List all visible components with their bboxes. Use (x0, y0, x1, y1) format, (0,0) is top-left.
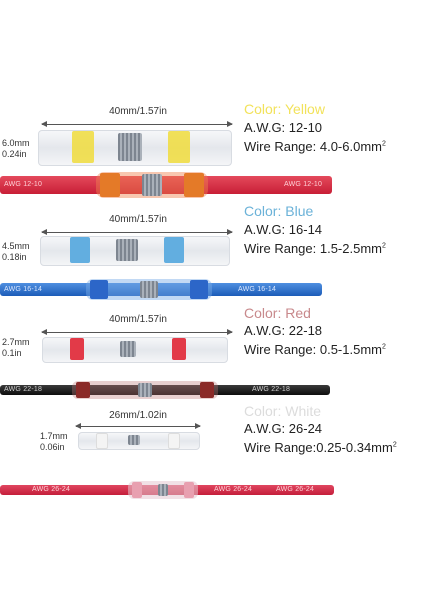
length-arrow (41, 229, 233, 235)
seal-ring-right (168, 131, 190, 163)
diameter-mm-label: 4.5mm (2, 241, 30, 251)
length-label: 26mm/1.02in (109, 410, 167, 421)
wire-red (0, 176, 332, 194)
shrunk-solder (158, 484, 168, 496)
shrunk-seal-left (100, 173, 120, 197)
wire-range-label: Wire Range: 4.0-6.0mm2 (244, 139, 386, 154)
shrunk-seal-right (184, 173, 204, 197)
length-label: 40mm/1.57in (109, 214, 167, 225)
wire-tag-right: AWG 22-18 (252, 386, 291, 393)
diameter-in-label: 0.24in (2, 149, 27, 159)
diameter-mm-label: 2.7mm (2, 337, 30, 347)
awg-label: A.W.G: 22-18 (244, 323, 323, 338)
wire-range-text: Wire Range: 4.0-6.0mm (244, 139, 382, 154)
color-name: Red (285, 305, 311, 321)
seal-ring-left (72, 131, 94, 163)
diameter-in-label: 0.1in (2, 348, 22, 358)
seal-ring-left (70, 237, 90, 263)
awg-label: A.W.G: 16-14 (244, 222, 323, 237)
length-label: 40mm/1.57in (109, 106, 167, 117)
wire-tag-left: AWG 12-10 (4, 181, 43, 188)
wire-range-label: Wire Range:0.25-0.34mm2 (244, 440, 397, 455)
wire-range-label: Wire Range: 1.5-2.5mm2 (244, 241, 386, 256)
color-name: White (285, 403, 322, 419)
color-label: Color: White (244, 403, 321, 419)
wire-tag-left: AWG 16-14 (4, 286, 43, 293)
shrunk-seal-left (90, 280, 108, 299)
seal-ring-left (70, 338, 84, 360)
color-label: Color: Yellow (244, 101, 325, 117)
diameter-in-label: 0.18in (2, 252, 27, 262)
wire-range-text: Wire Range: 1.5-2.5mm (244, 241, 382, 256)
wire-range-sup: 2 (382, 343, 386, 351)
diameter-mm-label: 6.0mm (2, 138, 30, 148)
length-arrow (41, 121, 233, 127)
color-prefix: Color: (244, 305, 282, 321)
wire-range-sup: 2 (392, 441, 397, 449)
wire-tag-right: AWG 16-14 (238, 286, 277, 293)
seal-ring-right (168, 433, 180, 449)
wire-range-sup: 2 (382, 140, 386, 148)
wire-tag-left: AWG 22-18 (4, 386, 43, 393)
color-label: Color: Red (244, 305, 311, 321)
length-arrow (41, 329, 233, 335)
seal-ring-right (164, 237, 184, 263)
shrunk-solder (138, 383, 152, 397)
length-arrow (75, 423, 201, 429)
shrunk-seal-right (190, 280, 208, 299)
awg-label: A.W.G: 26-24 (244, 421, 323, 436)
shrunk-solder (142, 174, 162, 196)
shrunk-seal-right (184, 482, 194, 498)
shrunk-seal-left (132, 482, 142, 498)
length-label: 40mm/1.57in (109, 314, 167, 325)
solder-ring (116, 239, 138, 261)
shrunk-seal-left (76, 382, 90, 398)
wire-tag-right: AWG 12-10 (284, 181, 323, 188)
awg-label: A.W.G: 12-10 (244, 120, 323, 135)
color-name: Yellow (285, 101, 325, 117)
solder-ring (118, 133, 142, 161)
color-prefix: Color: (244, 203, 282, 219)
wire-range-label: Wire Range: 0.5-1.5mm2 (244, 342, 386, 357)
color-label: Color: Blue (244, 203, 313, 219)
diameter-mm-label: 1.7mm (40, 431, 68, 441)
color-name: Blue (285, 203, 314, 219)
diameter-in-label: 0.06in (40, 442, 65, 452)
solder-ring (120, 341, 136, 357)
wire-tag-left: AWG 26-24 (32, 486, 71, 493)
wire-black (0, 385, 330, 395)
wire-blue (0, 283, 322, 296)
shrunk-solder (140, 281, 158, 298)
wire-range-text: Wire Range:0.25-0.34mm (244, 440, 393, 455)
wire-tag-right: AWG 26-24 (276, 486, 315, 493)
color-prefix: Color: (244, 101, 282, 117)
wire-range-sup: 2 (382, 242, 386, 250)
color-prefix: Color: (244, 403, 282, 419)
shrunk-seal-right (200, 382, 214, 398)
seal-ring-left (96, 433, 108, 449)
wire-range-text: Wire Range: 0.5-1.5mm (244, 342, 382, 357)
solder-ring (128, 435, 140, 445)
wire-tag-center: AWG 26-24 (214, 486, 253, 493)
seal-ring-right (172, 338, 186, 360)
